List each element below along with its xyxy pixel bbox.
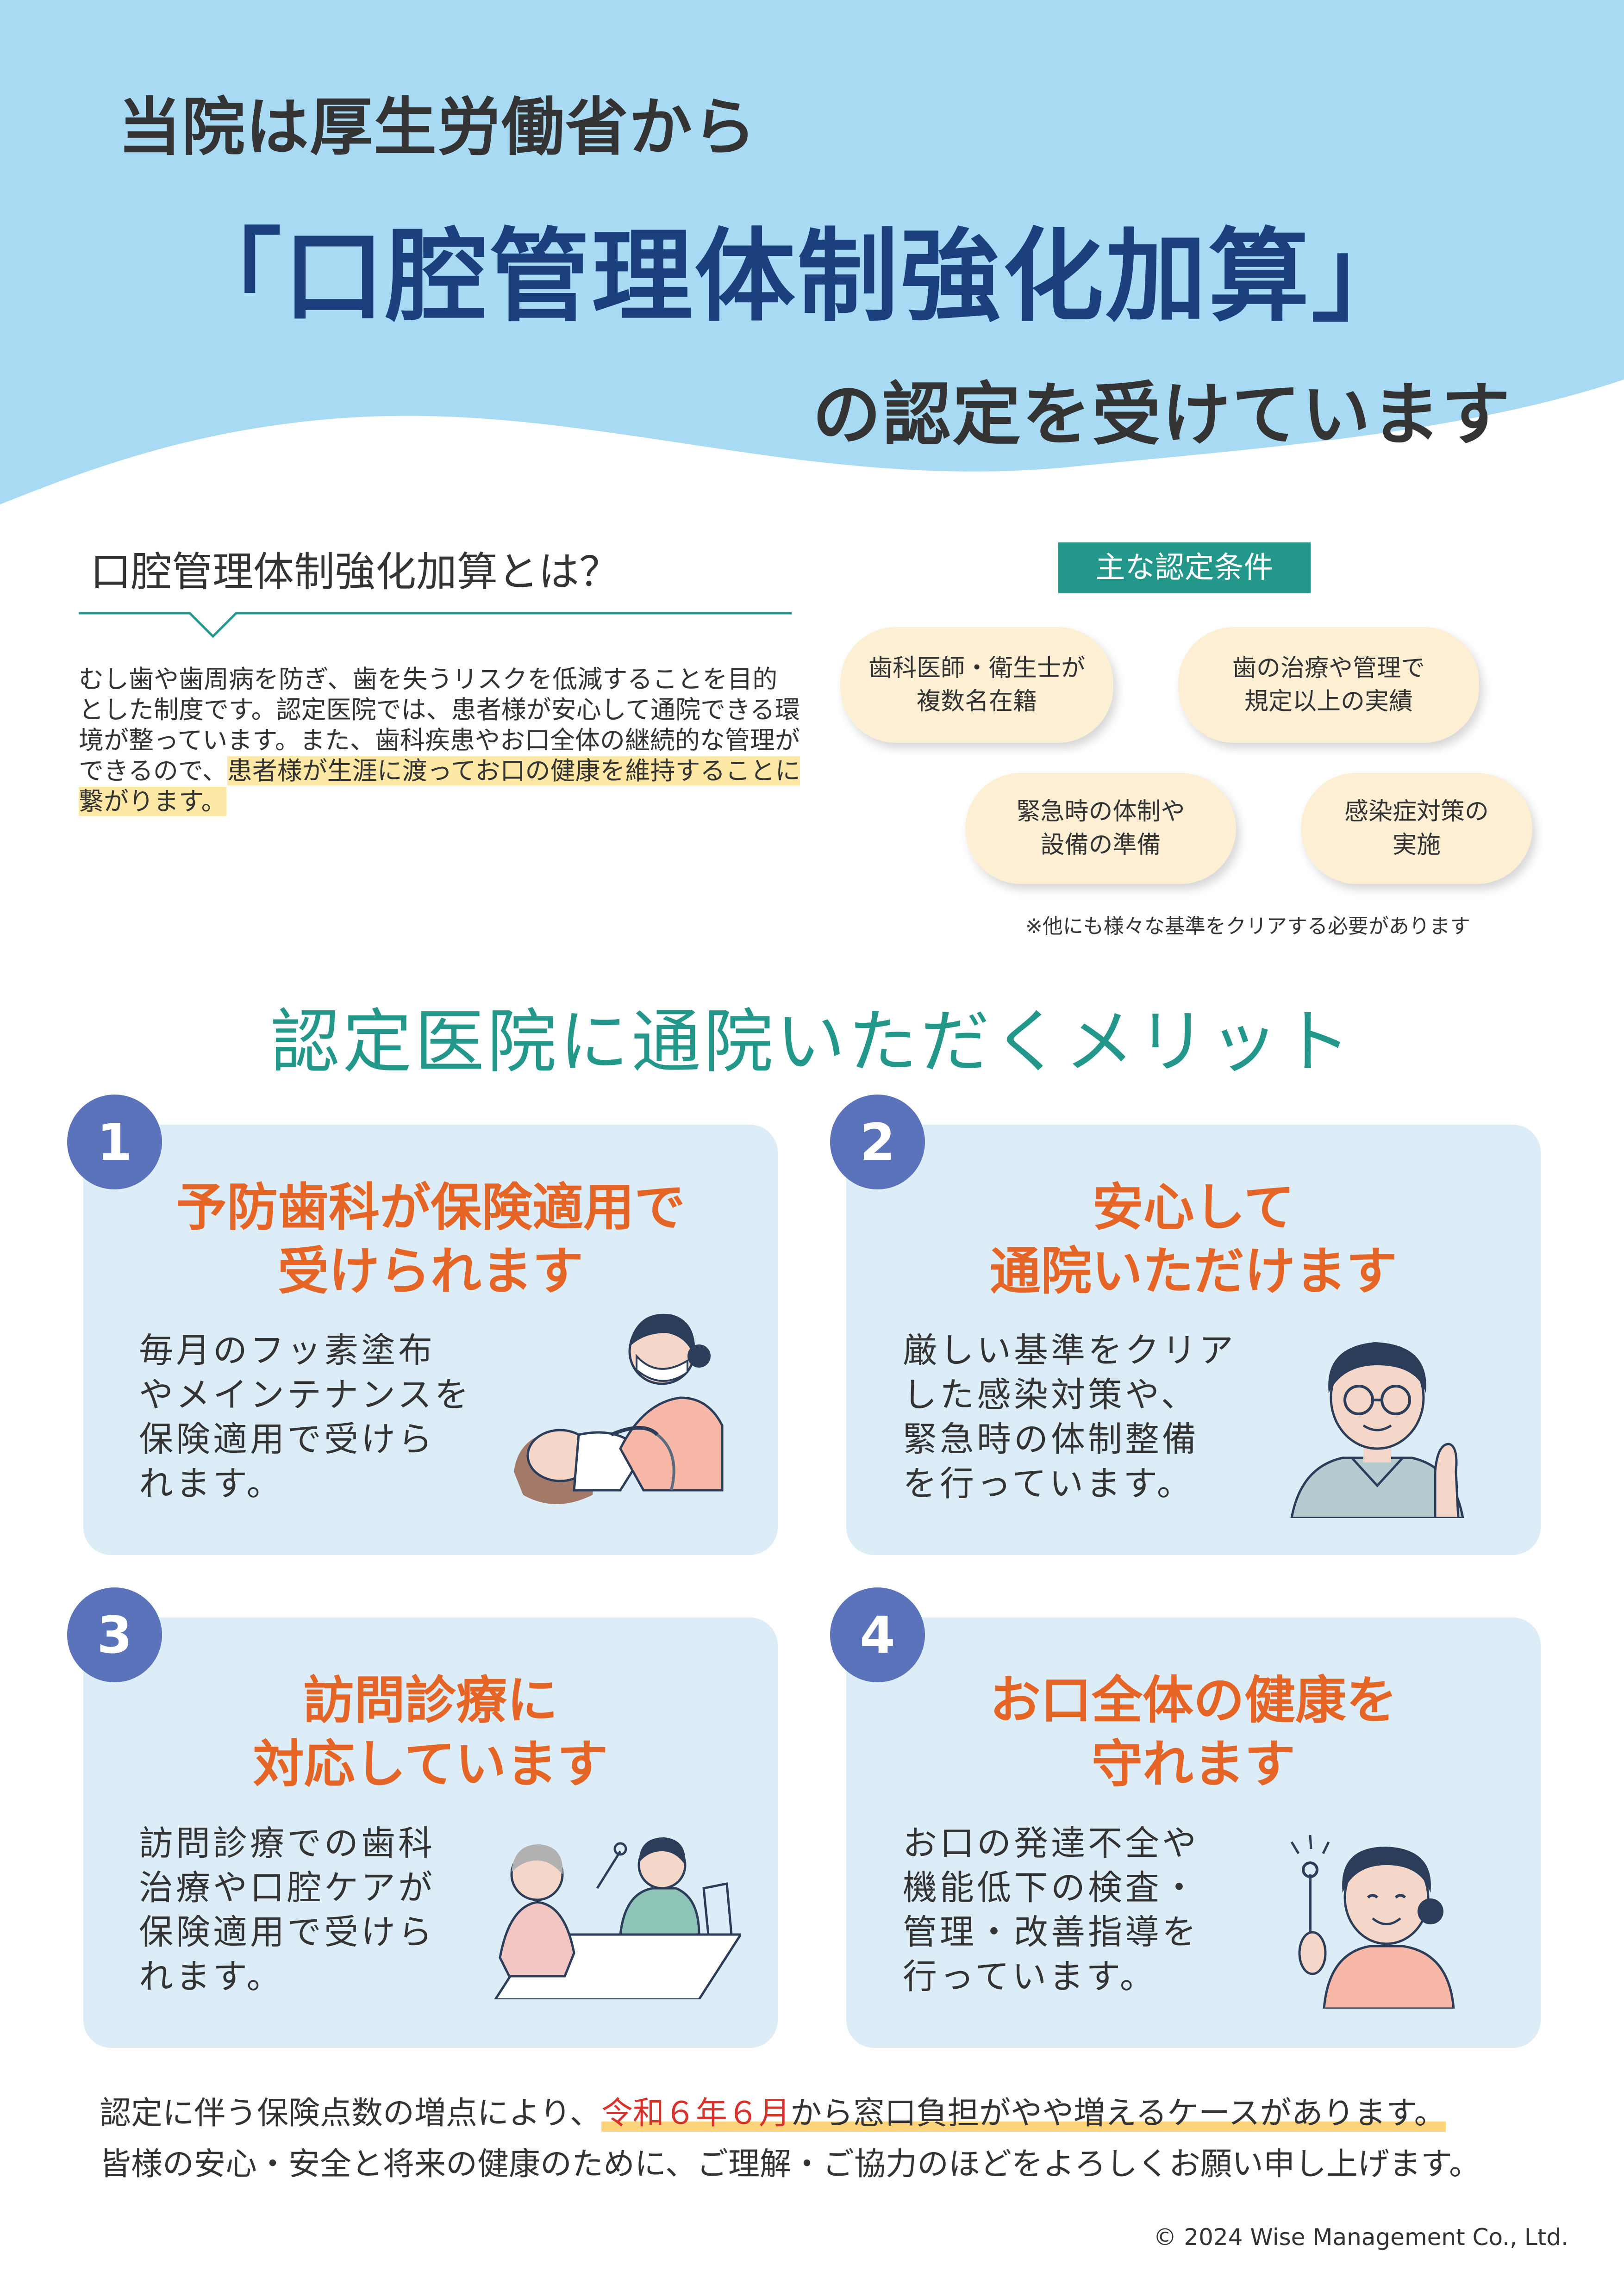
- condition-line: 歯科医師・衛生士が: [868, 654, 1085, 682]
- merit-title-line: 対応しています: [253, 1735, 608, 1794]
- merit-text-line: やメインテナンスを: [139, 1375, 472, 1415]
- staff-with-glasses-illustration: [1290, 1342, 1464, 1518]
- condition-line: 歯の治療や管理で: [1232, 654, 1425, 682]
- merit-card-text: 訪問診療での歯科 治療や口腔ケアが 保険適用で受けら れます。: [139, 1821, 435, 1999]
- merits-title: 認定医院に通院いただくメリット: [270, 1002, 1354, 1083]
- merit-number-badge: 2: [830, 1095, 925, 1189]
- merit-text-line: 治療や口腔ケアが: [139, 1868, 435, 1908]
- footer-date: 令和６年６月: [601, 2095, 790, 2132]
- home-visit-care-illustration: [494, 1837, 741, 1999]
- intro-heading-underline: [79, 612, 792, 638]
- merit-title-line: 受けられます: [278, 1242, 583, 1301]
- dentist-treating-patient-illustration: [514, 1313, 724, 1504]
- merit-text-line: 保険適用で受けら: [139, 1912, 435, 1952]
- intro-body-plain: むし歯や歯周病を防ぎ、歯を失うリスクを低減することを目的とした制度です。認定医院…: [79, 665, 800, 785]
- condition-pill: 歯の治療や管理で規定以上の実績: [1178, 627, 1479, 743]
- merit-text-line: 厳しい基準をクリア: [903, 1331, 1236, 1370]
- header-wave-background: [0, 0, 1624, 504]
- hero-line-3: の認定を受けています: [812, 375, 1512, 454]
- merit-text-line: 機能低下の検査・: [903, 1868, 1199, 1908]
- condition-pill: 歯科医師・衛生士が複数名在籍: [840, 627, 1113, 743]
- merit-title-line: 予防歯科が保険適用で: [176, 1178, 685, 1237]
- condition-line: 実施: [1392, 831, 1441, 859]
- merit-card-title: 安心して 通院いただけます: [846, 1176, 1541, 1303]
- merit-number-badge: 1: [67, 1095, 162, 1189]
- condition-line: 規定以上の実績: [1244, 688, 1413, 716]
- merit-text-line: した感染対策や、: [903, 1375, 1198, 1415]
- hero-main-title: 「口腔管理体制強化加算」: [181, 218, 1414, 336]
- merit-card-title: お口全体の健康を 守れます: [846, 1668, 1541, 1796]
- merit-card-text: 毎月のフッ素塗布 やメインテナンスを 保険適用で受けら れます。: [139, 1328, 472, 1506]
- conditions-note: ※他にも様々な基準をクリアする必要があります: [1025, 915, 1470, 938]
- merit-text-line: 行っています。: [903, 1957, 1157, 1997]
- merit-text-line: れます。: [139, 1957, 284, 1997]
- footer-notice-line-2: 皆様の安心・安全と将来の健康のために、ご理解・ご協力のほどをよろしくお願い申し上…: [100, 2146, 1481, 2183]
- condition-line: 設備の準備: [1040, 831, 1161, 859]
- merit-card-text: 厳しい基準をクリア した感染対策や、 緊急時の体制整備 を行っています。: [903, 1328, 1236, 1506]
- merit-text-line: 訪問診療での歯科: [139, 1823, 435, 1863]
- merit-title-line: 訪問診療に: [303, 1671, 558, 1730]
- hero-line-1: 当院は厚生労働省から: [118, 91, 757, 164]
- merit-card-text: お口の発達不全や 機能低下の検査・ 管理・改善指導を 行っています。: [903, 1821, 1199, 1999]
- condition-pill: 緊急時の体制や設備の準備: [965, 773, 1236, 884]
- merit-number-badge: 3: [67, 1587, 162, 1682]
- footer-text: から窓口負担がやや増えるケースがあります。: [790, 2095, 1446, 2132]
- merit-text-line: を行っています。: [903, 1464, 1194, 1504]
- merit-title-line: 通院いただけます: [990, 1242, 1397, 1301]
- merit-title-line: お口全体の健康を: [990, 1671, 1397, 1730]
- merit-card-title: 予防歯科が保険適用で 受けられます: [83, 1176, 778, 1303]
- condition-pill: 感染症対策の実施: [1301, 773, 1532, 884]
- merit-text-line: 毎月のフッ素塗布: [139, 1331, 435, 1370]
- merit-text-line: 保険適用で受けら: [139, 1419, 435, 1459]
- merit-title-line: 安心して: [1092, 1178, 1295, 1237]
- merit-card-title: 訪問診療に 対応しています: [83, 1668, 778, 1796]
- intro-body-text: むし歯や歯周病を防ぎ、歯を失うリスクを低減することを目的とした制度です。認定医院…: [79, 664, 801, 817]
- copyright: © 2024 Wise Management Co., Ltd.: [1153, 2224, 1568, 2251]
- footer-text: 認定に伴う保険点数の増点により、: [100, 2095, 601, 2132]
- intro-heading: 口腔管理体制強化加算とは？: [90, 548, 620, 596]
- merit-text-line: 管理・改善指導を: [903, 1912, 1199, 1952]
- smiling-hygienist-with-mirror-illustration: [1290, 1835, 1455, 2009]
- footer-notice-line-1: 認定に伴う保険点数の増点により、令和６年６月から窓口負担がやや増えるケースがあり…: [100, 2087, 1446, 2133]
- merit-title-line: 守れます: [1092, 1735, 1295, 1794]
- merit-text-line: れます。: [139, 1464, 284, 1504]
- condition-line: 緊急時の体制や: [1016, 798, 1185, 826]
- conditions-title: 主な認定条件: [1058, 542, 1311, 593]
- merit-number-badge: 4: [830, 1587, 925, 1682]
- condition-line: 感染症対策の: [1344, 798, 1489, 826]
- condition-line: 複数名在籍: [916, 688, 1037, 716]
- merit-text-line: お口の発達不全や: [903, 1823, 1199, 1863]
- merit-text-line: 緊急時の体制整備: [903, 1419, 1199, 1459]
